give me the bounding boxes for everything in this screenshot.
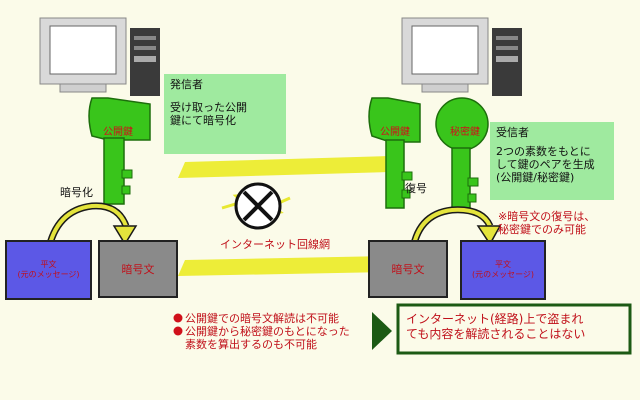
network-band-bottom bbox=[178, 256, 390, 276]
network-junction-icon bbox=[221, 182, 291, 230]
bullet-dot-2 bbox=[173, 326, 183, 336]
sender-public-key-label: 公開鍵 bbox=[103, 127, 133, 138]
sender-ciphertext-label: 暗号文 bbox=[121, 263, 155, 276]
safety-arrow-icon bbox=[372, 312, 392, 350]
receiver-note-line3: (公開鍵/秘密鍵) bbox=[496, 171, 575, 184]
receiver-ciphertext-box: 暗号文 bbox=[368, 240, 448, 298]
receiver-private-key-icon bbox=[435, 97, 489, 209]
decrypt-arrow-icon bbox=[408, 206, 502, 257]
sender-note-line2: 鍵にて暗号化 bbox=[170, 114, 236, 127]
encrypt-arrow-icon bbox=[44, 202, 138, 253]
sender-plaintext-box: 平文 (元のメッセージ) bbox=[5, 240, 92, 300]
bullet-item-2-line2: 素数を算出するのも不可能 bbox=[185, 338, 317, 351]
sender-public-key-icon bbox=[88, 97, 151, 205]
decrypt-note: ※暗号文の復号は、 秘密鍵でのみ可能 bbox=[498, 210, 595, 236]
safety-note-line2: ても内容を解読されることはない bbox=[406, 327, 586, 341]
safety-note-line1: インターネット(経路)上で盗まれ bbox=[406, 312, 584, 326]
bullet-list: 公開鍵での暗号文解読は不可能 公開鍵から秘密鍵のもとになった 素数を算出するのも… bbox=[185, 312, 350, 351]
receiver-plaintext-title: 平文 bbox=[495, 260, 511, 269]
sender-note-line1: 受け取った公開 bbox=[170, 101, 247, 114]
receiver-public-key-label: 公開鍵 bbox=[380, 127, 410, 138]
receiver-note-title: 受信者 bbox=[496, 126, 529, 139]
sender-plaintext-title: 平文 bbox=[40, 260, 57, 269]
decrypt-note-line2: 秘密鍵でのみ可能 bbox=[498, 223, 586, 236]
sender-note-title: 発信者 bbox=[170, 78, 203, 91]
network-label: インターネット回線網 bbox=[220, 238, 330, 251]
bullet-dot-1 bbox=[173, 313, 183, 323]
receiver-note-line2: して鍵のペアを生成 bbox=[496, 158, 595, 171]
receiver-private-key-label: 秘密鍵 bbox=[450, 127, 480, 138]
sender-plaintext-subtitle: (元のメッセージ) bbox=[17, 270, 80, 279]
receiver-computer-icon bbox=[401, 17, 522, 96]
safety-note: インターネット(経路)上で盗まれ ても内容を解読されることはない bbox=[406, 312, 585, 342]
safety-box-border bbox=[396, 303, 632, 355]
receiver-plaintext-box: 平文 (元のメッセージ) bbox=[460, 240, 546, 300]
bullet-item-2-line1: 公開鍵から秘密鍵のもとになった bbox=[185, 325, 350, 338]
receiver-note-line1: 2つの素数をもとに bbox=[496, 145, 591, 158]
receiver-note: 受信者 2つの素数をもとに して鍵のペアを生成 (公開鍵/秘密鍵) bbox=[490, 122, 614, 200]
receiver-plaintext-subtitle: (元のメッセージ) bbox=[471, 270, 535, 279]
decrypt-note-line1: ※暗号文の復号は、 bbox=[498, 210, 596, 223]
sender-note: 発信者 受け取った公開 鍵にて暗号化 bbox=[164, 74, 286, 154]
sender-ciphertext-box: 暗号文 bbox=[98, 240, 178, 298]
receiver-public-key-icon bbox=[368, 97, 421, 209]
decrypt-label: 復号 bbox=[405, 182, 427, 195]
encrypt-label: 暗号化 bbox=[60, 186, 93, 199]
network-band-top bbox=[178, 156, 390, 178]
receiver-ciphertext-label: 暗号文 bbox=[391, 263, 425, 276]
bullet-item-1: 公開鍵での暗号文解読は不可能 bbox=[185, 312, 339, 325]
sender-computer-icon bbox=[39, 17, 160, 96]
